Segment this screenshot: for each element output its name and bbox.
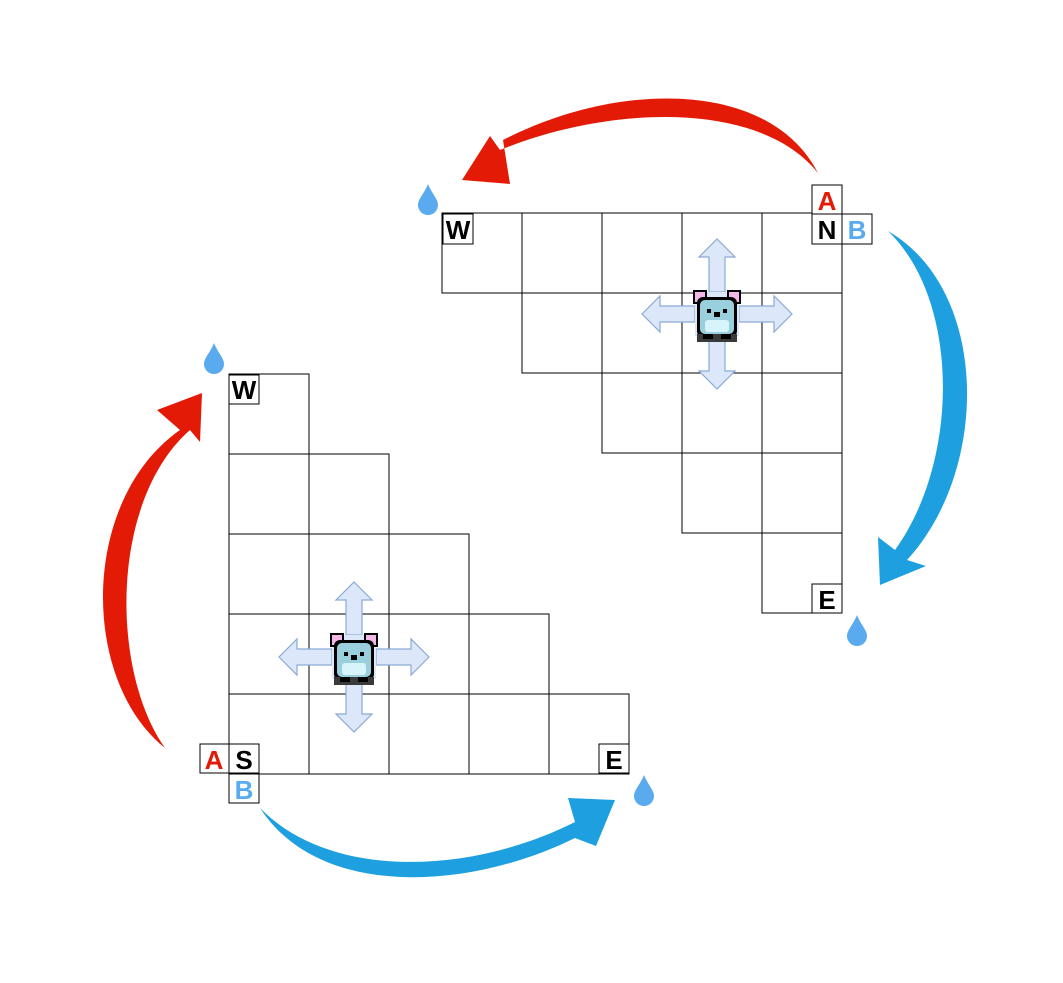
koala-agent-icon — [330, 633, 378, 685]
grid-cell — [761, 532, 843, 614]
grid-cell — [681, 372, 763, 454]
move-arrow — [641, 294, 696, 334]
move-arrow — [278, 637, 333, 677]
svg-text:W: W — [232, 375, 257, 405]
right-label-e: E — [811, 583, 843, 615]
svg-text:B: B — [235, 775, 254, 805]
svg-text:B: B — [848, 215, 867, 245]
svg-text:S: S — [235, 745, 252, 775]
grid-cell — [468, 613, 550, 695]
grid-cell — [548, 693, 630, 775]
grid-cell — [388, 693, 470, 775]
right-label-n: N — [811, 213, 843, 245]
grid-cell — [521, 212, 603, 294]
left-label-b: B — [228, 773, 260, 805]
svg-text:E: E — [818, 585, 835, 615]
svg-text:W: W — [446, 215, 471, 245]
left-label-a: A — [199, 743, 230, 775]
svg-text:A: A — [818, 186, 837, 216]
move-arrow — [334, 581, 374, 636]
left-staircase-grid — [228, 373, 630, 775]
grid-cell — [761, 452, 843, 534]
svg-text:E: E — [605, 745, 622, 775]
grid-cell — [228, 453, 310, 535]
grid-cell — [521, 292, 603, 374]
water-drop-icon-right-top — [418, 184, 438, 215]
move-arrow — [738, 294, 793, 334]
grid-cell — [681, 452, 763, 534]
move-arrow — [697, 335, 737, 390]
left-label-w: W — [228, 374, 260, 405]
move-arrow — [375, 637, 430, 677]
right-koala-agent-icon — [693, 290, 741, 342]
right-label-w: W — [442, 213, 474, 245]
grid-cell — [468, 693, 550, 775]
grid-cell — [308, 453, 390, 535]
red-arrow-left — [103, 393, 202, 748]
svg-text:A: A — [205, 745, 224, 775]
water-drop-icon-left-top — [204, 343, 224, 374]
grid-cell — [388, 533, 470, 615]
move-arrow — [697, 238, 737, 293]
water-drop-icon-left-bottom — [634, 775, 654, 806]
left-label-e: E — [598, 743, 630, 775]
blue-arrow-right — [878, 231, 968, 585]
blue-arrow-bottom — [260, 798, 615, 878]
svg-text:N: N — [818, 215, 837, 245]
grid-cell — [601, 212, 683, 294]
left-label-s: S — [228, 743, 260, 775]
grid-cell — [761, 372, 843, 454]
red-arrow-right-top — [462, 98, 818, 184]
right-staircase-grid — [441, 212, 843, 614]
water-drop-icon-right-bottom — [847, 615, 867, 646]
grid-cell — [601, 372, 683, 454]
move-arrow — [334, 678, 374, 733]
grid-cell — [601, 292, 683, 374]
right-label-a: A — [811, 184, 843, 216]
grid-cell — [228, 533, 310, 615]
left-koala-agent-icon — [330, 633, 378, 685]
right-label-b: B — [841, 213, 873, 245]
koala-agent-icon — [693, 290, 741, 342]
